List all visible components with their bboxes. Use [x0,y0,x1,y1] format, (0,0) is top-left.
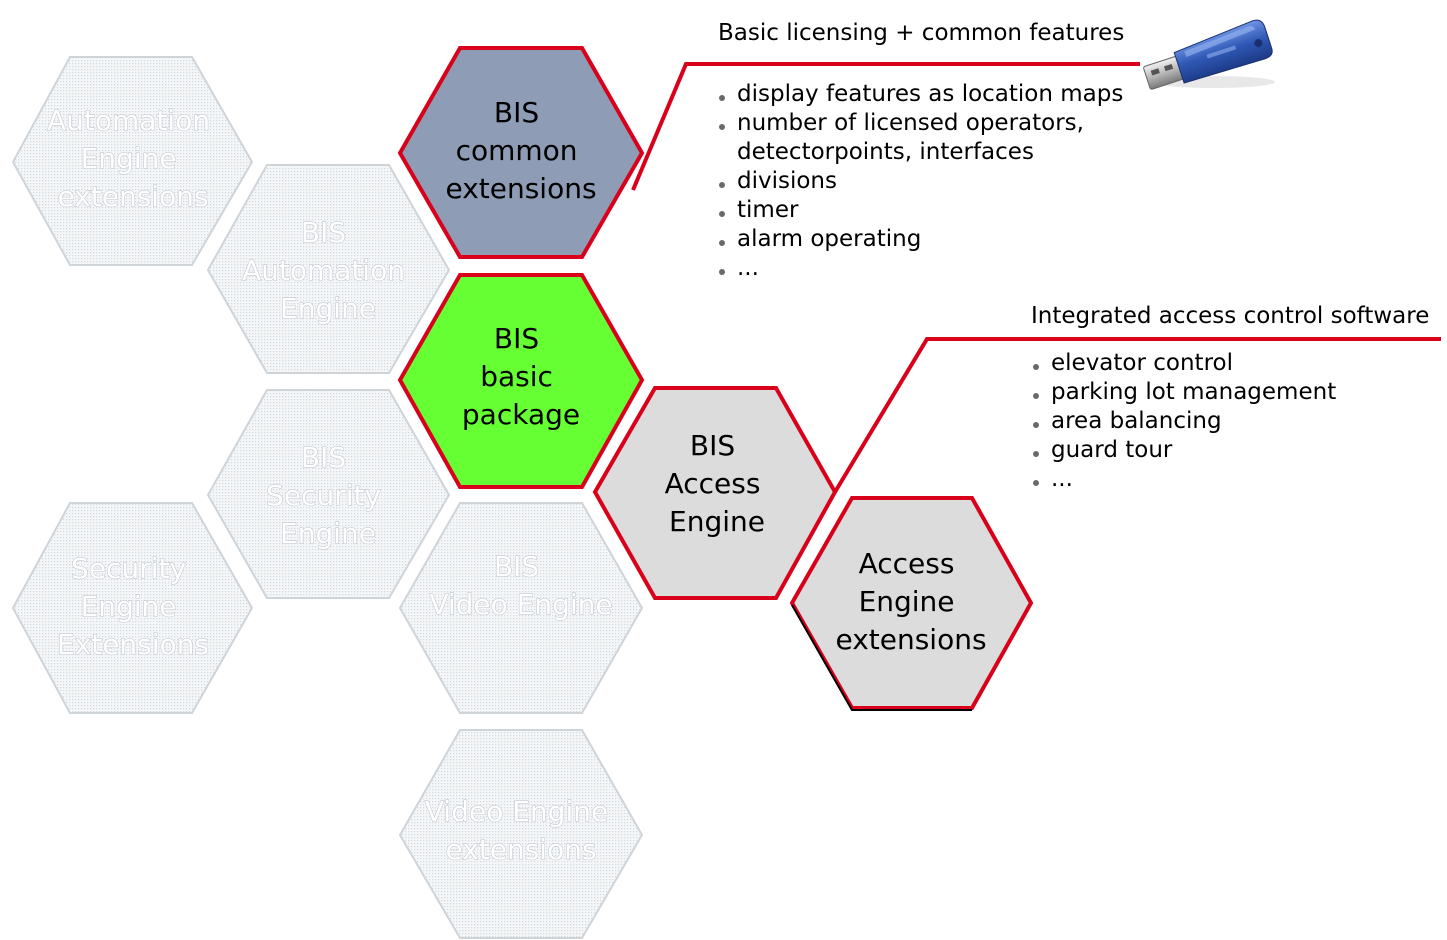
svg-text:BIS Automation Eng: BIS Automation Engine [242,216,414,325]
hex-automation-engine-extensions: Automation Engine extensions [11,56,254,266]
svg-text:number of licensed operators,: number of licensed operators, [737,110,1084,136]
svg-text:BIS Access Engine: BIS Access Engine [665,429,770,538]
svg-text:Automation Engine: Automation Engine extensions [47,104,219,213]
svg-text:BIS common extensi: BIS common extensions [445,96,596,205]
hex-bis-common-extensions[interactable]: BIS common extensions [397,46,645,259]
licensing-callout: Basic licensing + common features displa… [718,20,1124,281]
svg-text:Access Engine exte: Access Engine extensions [835,547,986,656]
svg-text:BIS Video Engine: BIS Video Engine [429,550,612,621]
svg-text:Security Engine Ex: Security Engine Extensions [57,552,209,661]
svg-text:BIS Security Engin: BIS Security Engine [266,441,390,550]
svg-text:detectorpoints, interfaces: detectorpoints, interfaces [737,139,1034,165]
access-feature-list: elevator control parking lot management … [1033,350,1336,492]
hex-bis-access-engine[interactable]: BIS Access Engine [592,386,838,600]
hex-bis-automation-engine: BIS Automation Engine [206,164,451,374]
hex-access-engine-extensions[interactable]: Access Engine extensions [789,496,1034,711]
usb-dongle-icon [1143,19,1275,90]
svg-text:area balancing: area balancing [1051,408,1222,434]
hex-security-engine-extensions: Security Engine Extensions [11,502,254,714]
hex-bis-basic-package[interactable]: BIS basic package [397,273,645,489]
svg-text:BIS basic package: BIS basic package [462,322,580,431]
access-callout-line [833,337,1441,494]
licensing-callout-title: Basic licensing + common features [718,20,1124,46]
hex-video-engine-extensions: Video Engine extensions [398,729,644,939]
svg-text:...: ... [737,255,759,281]
licensing-feature-list: display features as location maps number… [719,81,1123,281]
svg-text:guard tour: guard tour [1051,437,1173,463]
svg-text:alarm operating: alarm operating [737,226,921,252]
svg-text:display features as location m: display features as location maps [737,81,1123,107]
hex-bis-video-engine: BIS Video Engine [398,502,644,714]
licensing-callout-line [631,62,1140,191]
svg-text:Video Engine extensions: Video Engine extensions [425,795,617,866]
hex-bis-security-engine: BIS Security Engine [206,389,451,599]
svg-text:...: ... [1051,466,1073,492]
access-callout: Integrated access control software eleva… [1031,303,1429,492]
svg-text:elevator control: elevator control [1051,350,1233,376]
access-callout-title: Integrated access control software [1031,303,1429,329]
svg-text:divisions: divisions [737,168,837,194]
svg-text:parking lot management: parking lot management [1051,379,1336,405]
svg-text:timer: timer [737,197,799,223]
